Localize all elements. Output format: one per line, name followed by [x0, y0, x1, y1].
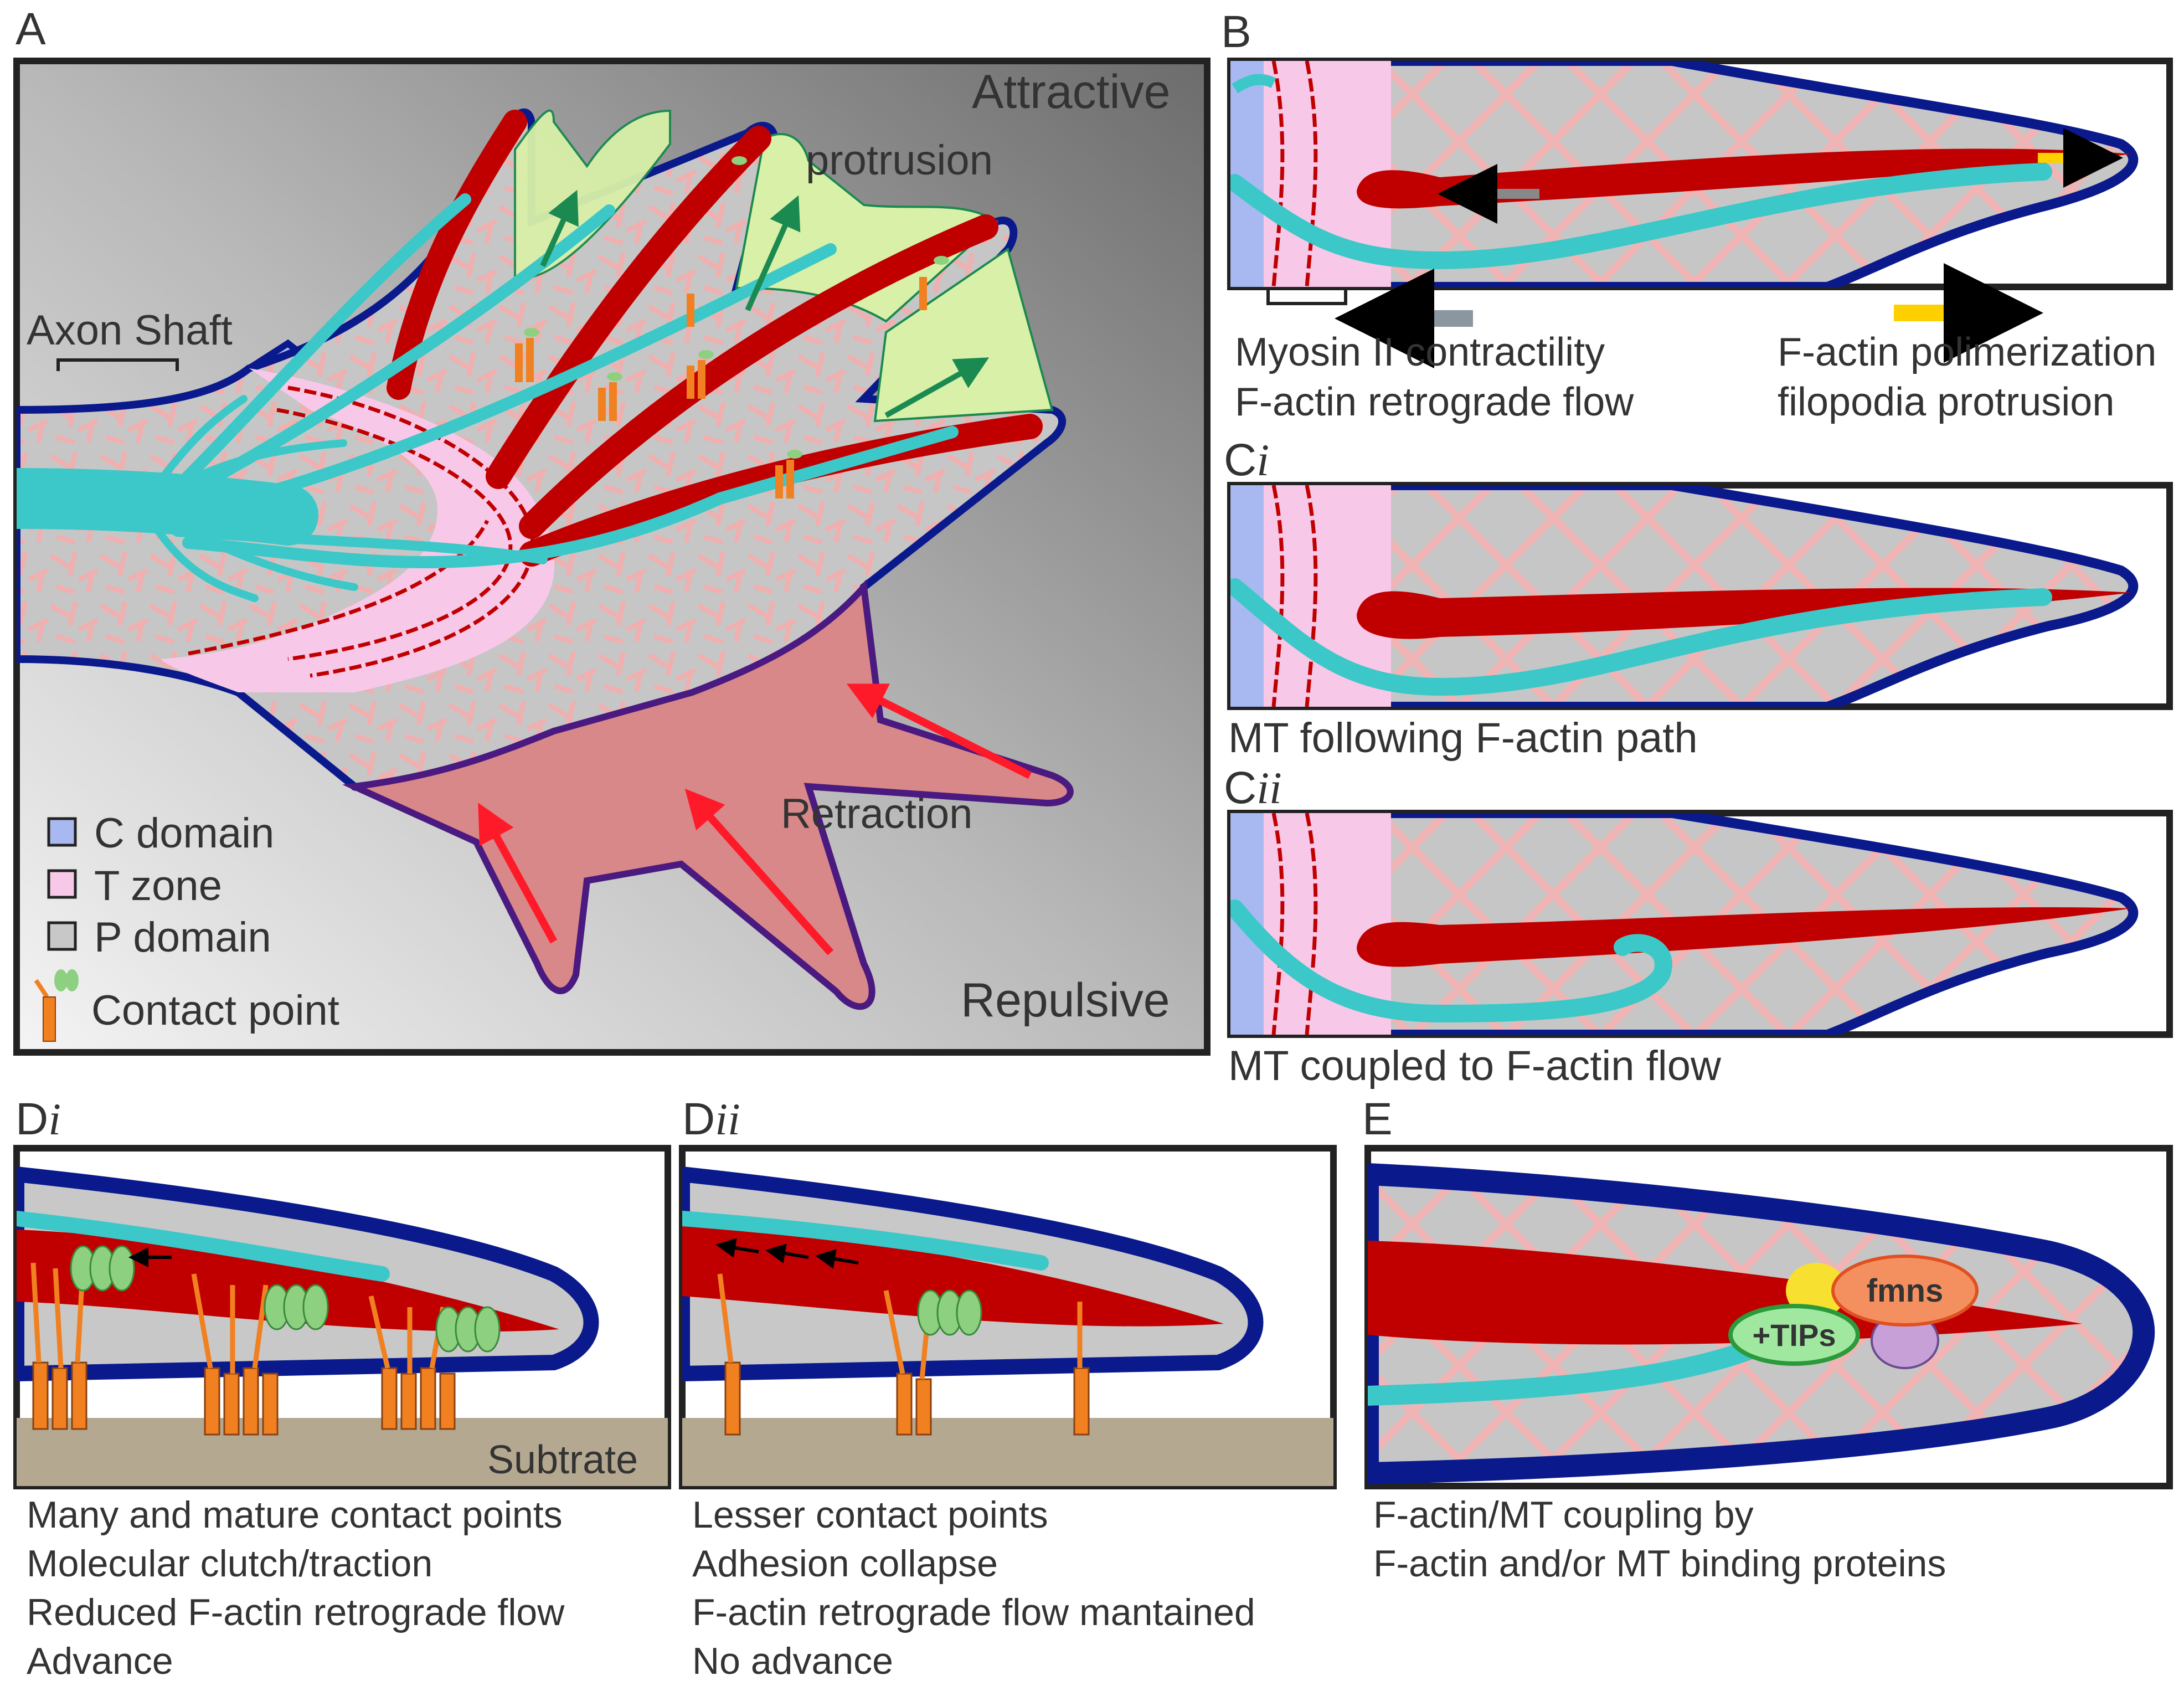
panel-e: E fmns +TIPs F-actin/MT coupling by F-ac… — [1362, 1094, 2173, 1585]
fmns-blob — [1831, 1255, 1979, 1327]
legend-a: C domain T zone P domain Contact point — [34, 810, 339, 1042]
microtubule-e — [1368, 1330, 1782, 1406]
axon-shaft-bracket — [56, 358, 179, 371]
panel-dii-letter-sub: ii — [715, 1094, 740, 1144]
microtubule-di — [17, 1211, 390, 1282]
caption-b-left-1: Myosin II contractility — [1235, 330, 1605, 374]
t-zone-bracket-b — [1266, 288, 1347, 305]
microtubule-b — [1230, 163, 2052, 270]
caption-ci: MT following F-actin path — [1228, 715, 1698, 762]
panel-cii-letter: Cii — [1224, 763, 1282, 813]
legend-swatch-c-domain — [47, 817, 77, 847]
caption-b-left-2: F-actin retrograde flow — [1235, 380, 1634, 424]
contact-points-a — [515, 156, 949, 498]
caption-e-1: F-actin/MT coupling by — [1373, 1494, 1754, 1536]
panel-dii: Dii Lesser contact points Adhesion coll — [679, 1094, 1337, 1682]
caption-cii: MT coupled to F-actin flow — [1228, 1042, 1722, 1089]
label-protrusion: protrusion — [806, 137, 993, 184]
substrate-di — [17, 1418, 668, 1486]
legend-c-domain: C domain — [94, 810, 274, 857]
caption-b-right-1: F-actin polimerization — [1778, 330, 2156, 374]
f-actin-di — [17, 1230, 559, 1332]
panel-dii-letter: Dii — [682, 1094, 740, 1144]
panel-a: A — [13, 4, 1211, 1056]
caption-dii-2: Adhesion collapse — [692, 1543, 998, 1585]
caption-dii-1: Lesser contact points — [692, 1494, 1048, 1536]
f-actin-bundle-cii — [1357, 907, 2132, 967]
microtubule-ci — [1230, 578, 2052, 696]
panel-di-letter: Di — [16, 1094, 61, 1144]
green-clutch-dii — [917, 1289, 982, 1336]
substrate-dii — [682, 1418, 1333, 1486]
label-repulsive: Repulsive — [961, 974, 1170, 1027]
panel-e-letter: E — [1362, 1094, 1393, 1144]
label-axon-shaft: Axon Shaft — [27, 307, 233, 354]
caption-b-right-2: filopodia protrusion — [1778, 380, 2114, 424]
label-retraction: Retraction — [781, 790, 972, 837]
panel-b-letter: B — [1221, 7, 1251, 57]
label-fmns: fmns — [1867, 1273, 1944, 1309]
c-domain-b — [1230, 61, 1264, 287]
label-tips: +TIPs — [1753, 1318, 1836, 1353]
panel-cii-letter-main: C — [1224, 763, 1256, 813]
microtubules-a — [17, 193, 959, 602]
panel-a-letter: A — [16, 4, 46, 54]
panel-ci-letter-sub: i — [1256, 435, 1269, 485]
microtubule-dii — [682, 1211, 1049, 1271]
panel-di-letter-sub: i — [48, 1094, 61, 1144]
microtubule-cii — [1230, 899, 1672, 1023]
green-clutch-di — [70, 1245, 501, 1353]
panel-di-letter-main: D — [16, 1094, 48, 1144]
retrograde-arrows-dii — [715, 1238, 859, 1269]
caption-di-2: Molecular clutch/traction — [27, 1543, 432, 1585]
legend-contact-point: Contact point — [91, 987, 339, 1034]
legend-t-zone: T zone — [94, 862, 222, 909]
f-actin-bundle-b — [1357, 148, 2132, 209]
panel-ci-letter: Ci — [1224, 435, 1269, 485]
contact-links-dii — [717, 1273, 1083, 1380]
caption-dii-4: No advance — [692, 1640, 893, 1682]
panel-cii: Cii MT coupled to F-actin flow — [1224, 763, 2173, 1089]
caption-di-3: Reduced F-actin retrograde flow — [27, 1591, 565, 1633]
panel-di: Di Subtrate Many an — [13, 1094, 671, 1682]
contact-points-dii — [724, 1361, 1090, 1436]
caption-di-1: Many and mature contact points — [27, 1494, 563, 1536]
protrusion-region-3 — [873, 247, 1054, 423]
caption-e-2: F-actin and/or MT binding proteins — [1373, 1543, 1946, 1585]
retraction-arrows — [478, 683, 1032, 955]
legend-p-domain: P domain — [94, 914, 271, 961]
label-substrate: Subtrate — [487, 1438, 638, 1482]
contact-links-di — [30, 1262, 446, 1374]
label-attractive: Attractive — [972, 65, 1170, 119]
legend-swatch-t-zone — [47, 869, 77, 899]
legend-swatch-p-domain — [47, 921, 77, 951]
panel-dii-letter-main: D — [682, 1094, 715, 1144]
caption-dii-3: F-actin retrograde flow mantained — [692, 1591, 1255, 1633]
panel-b: B Myosin II contractility F-actin retrog… — [1221, 7, 2173, 424]
contact-point-icon — [34, 969, 79, 1042]
tips-blob — [1728, 1304, 1860, 1366]
protrusion-arrows — [540, 189, 990, 418]
caption-di-4: Advance — [27, 1640, 173, 1682]
panel-cii-letter-sub: ii — [1256, 763, 1282, 813]
panel-ci: Ci MT following F-actin path — [1224, 435, 2173, 762]
panel-ci-letter-main: C — [1224, 435, 1256, 485]
protrusion-region-2 — [735, 133, 999, 323]
